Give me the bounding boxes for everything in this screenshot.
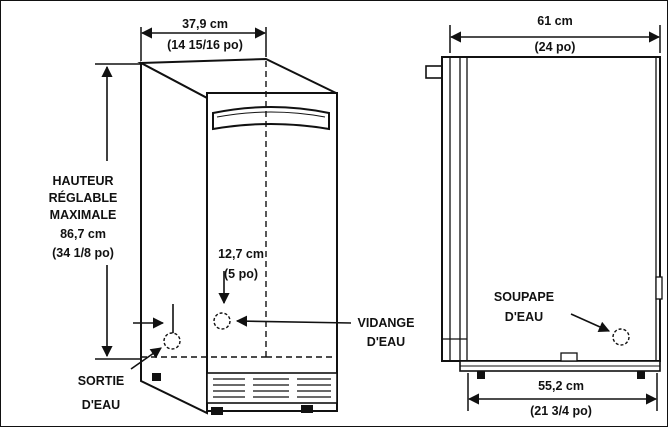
front-cabinet <box>137 57 338 415</box>
height-po: (34 1/8 po) <box>52 246 114 260</box>
side-base-dimension: 55,2 cm (21 3/4 po) <box>467 373 658 418</box>
valve-label-2: D'EAU <box>505 310 543 324</box>
outlet-label-1: SORTIE <box>78 374 125 388</box>
front-height-dimension: HAUTEUR RÉGLABLE MAXIMALE 86,7 cm (34 1/… <box>49 63 141 360</box>
height-title-3: MAXIMALE <box>50 208 117 222</box>
depth-cm: 61 cm <box>537 14 572 28</box>
base-cm: 55,2 cm <box>538 379 584 393</box>
front-width-dimension: 37,9 cm (14 15/16 po) <box>140 17 267 61</box>
outlet-label-2: D'EAU <box>82 398 120 412</box>
side-cabinet <box>425 56 663 379</box>
height-title-2: RÉGLABLE <box>49 190 118 205</box>
depth-po: (24 po) <box>535 40 576 54</box>
drain-label-2: D'EAU <box>367 335 405 349</box>
water-outlet: SORTIE D'EAU <box>78 304 181 412</box>
base-po: (21 3/4 po) <box>530 404 592 418</box>
water-drain: 12,7 cm (5 po) VIDANGE D'EAU <box>213 247 415 349</box>
front-width-cm: 37,9 cm <box>182 17 228 31</box>
valve-label-1: SOUPAPE <box>494 290 554 304</box>
offset-po: (5 po) <box>224 267 258 281</box>
side-depth-dimension: 61 cm (24 po) <box>449 14 661 54</box>
offset-cm: 12,7 cm <box>218 247 264 261</box>
height-cm: 86,7 cm <box>60 227 106 241</box>
water-valve: SOUPAPE D'EAU <box>494 290 630 346</box>
height-title-1: HAUTEUR <box>52 174 113 188</box>
front-width-po: (14 15/16 po) <box>167 38 243 52</box>
drain-label-1: VIDANGE <box>358 316 415 330</box>
